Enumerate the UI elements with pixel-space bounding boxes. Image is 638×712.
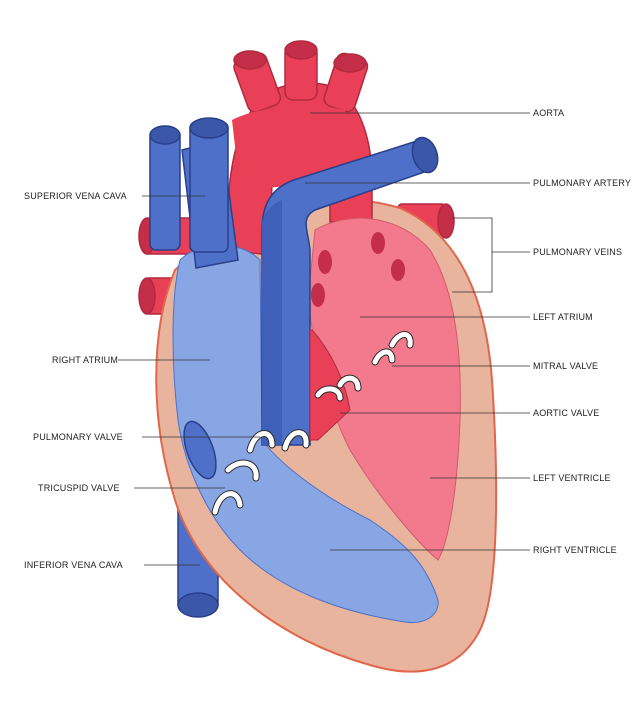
aortic-valve-leaflets: [314, 374, 362, 402]
label-tricuspid-valve: TRICUSPID VALVE: [38, 483, 120, 493]
label-superior-vena-cava: SUPERIOR VENA CAVA: [24, 191, 127, 201]
label-pulmonary-valve: PULMONARY VALVE: [33, 432, 123, 442]
label-pulmonary-artery: PULMONARY ARTERY: [533, 178, 631, 188]
leader-lines: [118, 112, 530, 566]
pulmonary-vein-openings: [311, 232, 405, 307]
right-heart-chamber: [172, 244, 439, 624]
label-left-atrium: LEFT ATRIUM: [533, 312, 593, 322]
label-left-ventricle: LEFT VENTRICLE: [533, 473, 611, 483]
pulmonary-artery: [261, 136, 439, 446]
mitral-valve-leaflets: [371, 331, 414, 366]
left-heart-chamber: [307, 217, 461, 561]
tricuspid-valve-leaflets: [211, 459, 260, 516]
label-mitral-valve: MITRAL VALVE: [533, 361, 598, 371]
label-pulmonary-veins: PULMONARY VEINS: [533, 247, 622, 257]
label-right-ventricle: RIGHT VENTRICLE: [533, 545, 617, 555]
label-inferior-vena-cava: INFERIOR VENA CAVA: [24, 560, 123, 570]
label-aortic-valve: AORTIC VALVE: [533, 408, 599, 418]
label-right-atrium: RIGHT ATRIUM: [52, 355, 118, 365]
coronary-sinus: [183, 420, 217, 480]
pulmonary-valve-leaflets: [246, 429, 310, 454]
label-aorta: AORTA: [533, 108, 564, 118]
superior-vena-cava: [149, 117, 239, 269]
